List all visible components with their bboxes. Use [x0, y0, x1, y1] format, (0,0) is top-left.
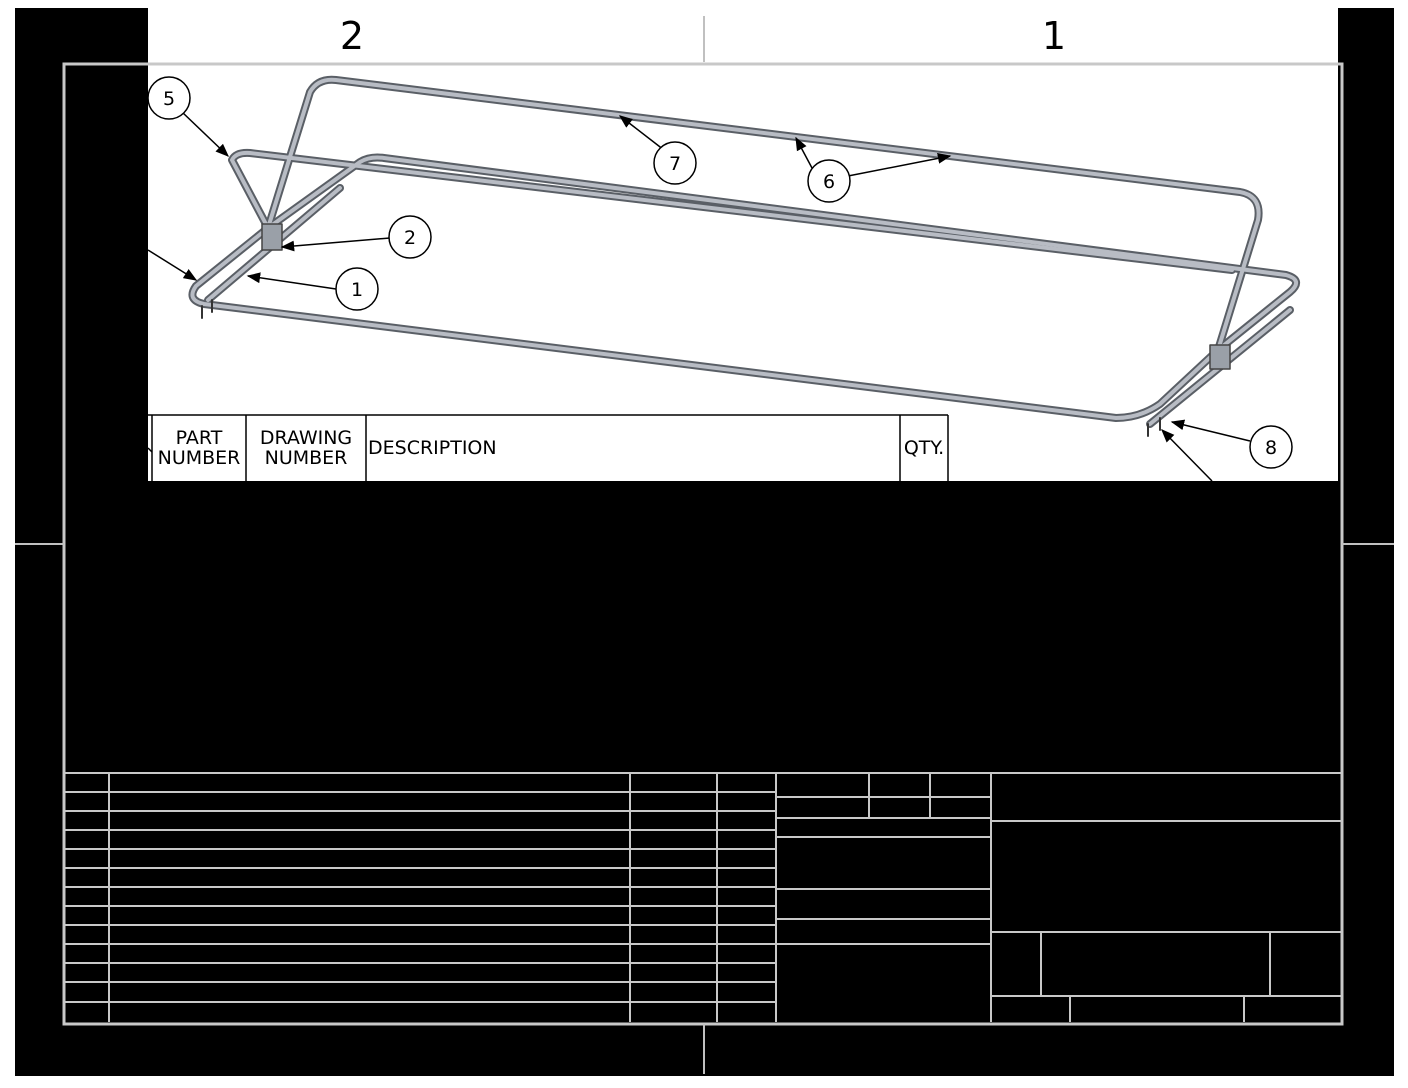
svg-text:6: 6	[823, 171, 835, 193]
bom-table	[147, 414, 949, 481]
sheet-black-border	[15, 8, 1394, 1076]
balloon-leaders	[147, 111, 1251, 482]
balloon-1: 1	[335, 267, 379, 311]
bom-header-description: DESCRIPTION	[368, 437, 497, 459]
bom-header-drawing-number: DRAWING NUMBER	[259, 427, 353, 469]
balloon-2: 2	[388, 215, 432, 259]
svg-text:8: 8	[1265, 437, 1277, 459]
title-block-grid	[64, 772, 1342, 1022]
zone-label-1: 1	[1041, 14, 1067, 58]
svg-text:5: 5	[163, 88, 175, 110]
balloon-5: 5	[147, 76, 191, 120]
svg-text:7: 7	[669, 153, 681, 175]
balloon-7: 7	[653, 141, 697, 185]
balloon-6: 6	[807, 159, 851, 203]
bom-header-qty: QTY.	[903, 437, 945, 459]
zone-label-2: 2	[339, 14, 365, 58]
frame-assembly-view	[188, 75, 1300, 437]
svg-text:1: 1	[351, 279, 363, 301]
bom-header-part-number: PART NUMBER	[157, 427, 241, 469]
balloon-8: 8	[1249, 425, 1293, 469]
drawing-frame	[15, 16, 1394, 1074]
svg-text:2: 2	[404, 227, 416, 249]
